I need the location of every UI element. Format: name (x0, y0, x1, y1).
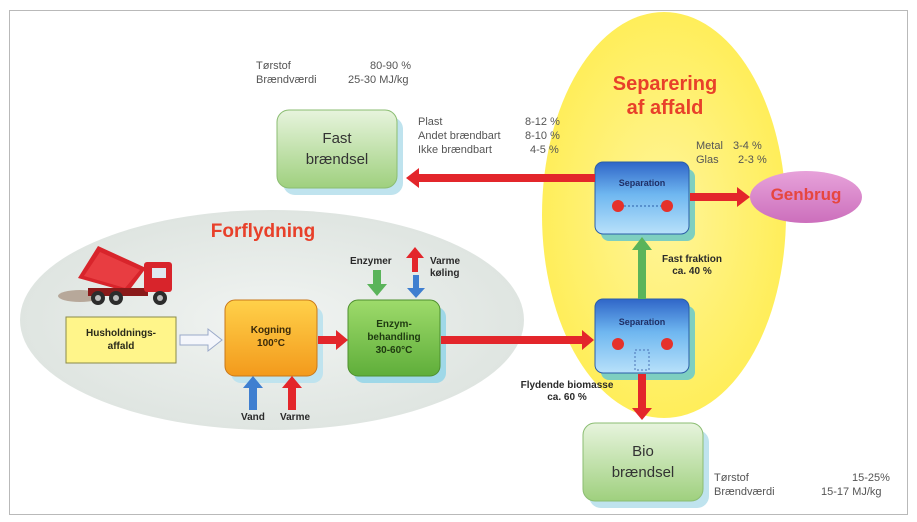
kogning-box (224, 299, 318, 377)
separation-top-dot-left (612, 200, 624, 212)
truck-icon (58, 246, 172, 305)
plast-value-3: 4-5 % (530, 144, 559, 156)
top-left-value-1: 80-90 % (370, 60, 411, 72)
glas-value: 2-3 % (738, 154, 767, 166)
separation-bottom-label: Separation (618, 317, 666, 327)
separation-top-dot-right (661, 200, 673, 212)
bottom-right-value-1: 15-25% (852, 472, 890, 484)
forflydning-title: Forflydning (210, 221, 316, 242)
glas-label: Glas (696, 154, 719, 166)
diagram-frame (9, 10, 908, 515)
fast-braendsel-box (276, 109, 398, 189)
arrow-vand-kogning (243, 376, 263, 410)
arrow-enzym-separation (441, 330, 594, 350)
arrow-varme-kogning (282, 376, 302, 410)
separation-bottom-grid (634, 349, 650, 371)
red-arrows (282, 168, 750, 420)
vand-label: Vand (241, 412, 265, 423)
bio-braendsel-box (582, 422, 704, 502)
plast-value-2: 8-10 % (525, 130, 560, 142)
top-left-label-2: Brændværdi (256, 74, 317, 86)
plast-label-2: Andet brændbart (418, 130, 501, 142)
arrow-separation-bio (632, 374, 652, 420)
plast-value-1: 8-12 % (525, 116, 560, 128)
enzymer-label: Enzymer (350, 256, 392, 267)
plast-label-3: Ikke brændbart (418, 144, 492, 156)
bottom-right-value-2: 15-17 MJ/kg (821, 486, 882, 498)
husholdning-box (65, 316, 177, 364)
arrow-separation-fast (406, 168, 595, 188)
separation-top-label: Separation (618, 178, 666, 188)
separation-bottom-dot-left (612, 338, 624, 350)
arrow-separation-up (632, 237, 652, 299)
blue-arrows (243, 275, 425, 410)
separation-bottom-box (594, 298, 690, 374)
metal-value: 3-4 % (733, 140, 762, 152)
arrow-varme-enzym (406, 247, 424, 272)
enzym-box (347, 299, 441, 377)
bottom-right-label-1: Tørstof (714, 472, 749, 484)
separation-top-box (594, 161, 690, 235)
metal-label: Metal (696, 140, 723, 152)
bottom-right-label-2: Brændværdi (714, 486, 775, 498)
top-left-label-1: Tørstof (256, 60, 291, 72)
plast-label-1: Plast (418, 116, 443, 128)
arrow-separation-genbrug (690, 187, 750, 207)
top-left-value-2: 25-30 MJ/kg (348, 74, 409, 86)
arrow-kogning-enzym (318, 330, 348, 350)
arrow-enzymer (367, 270, 387, 296)
genbrug-label: Genbrug (770, 185, 842, 204)
genbrug-ellipse (750, 171, 862, 223)
varme-label: Varme (280, 412, 311, 423)
husholdning-label: Husholdnings-affald (86, 328, 156, 352)
hollow-arrow (179, 327, 223, 353)
green-arrows (367, 237, 652, 299)
separation-bottom-dot-right (661, 338, 673, 350)
arrow-koeling-enzym (407, 275, 425, 298)
